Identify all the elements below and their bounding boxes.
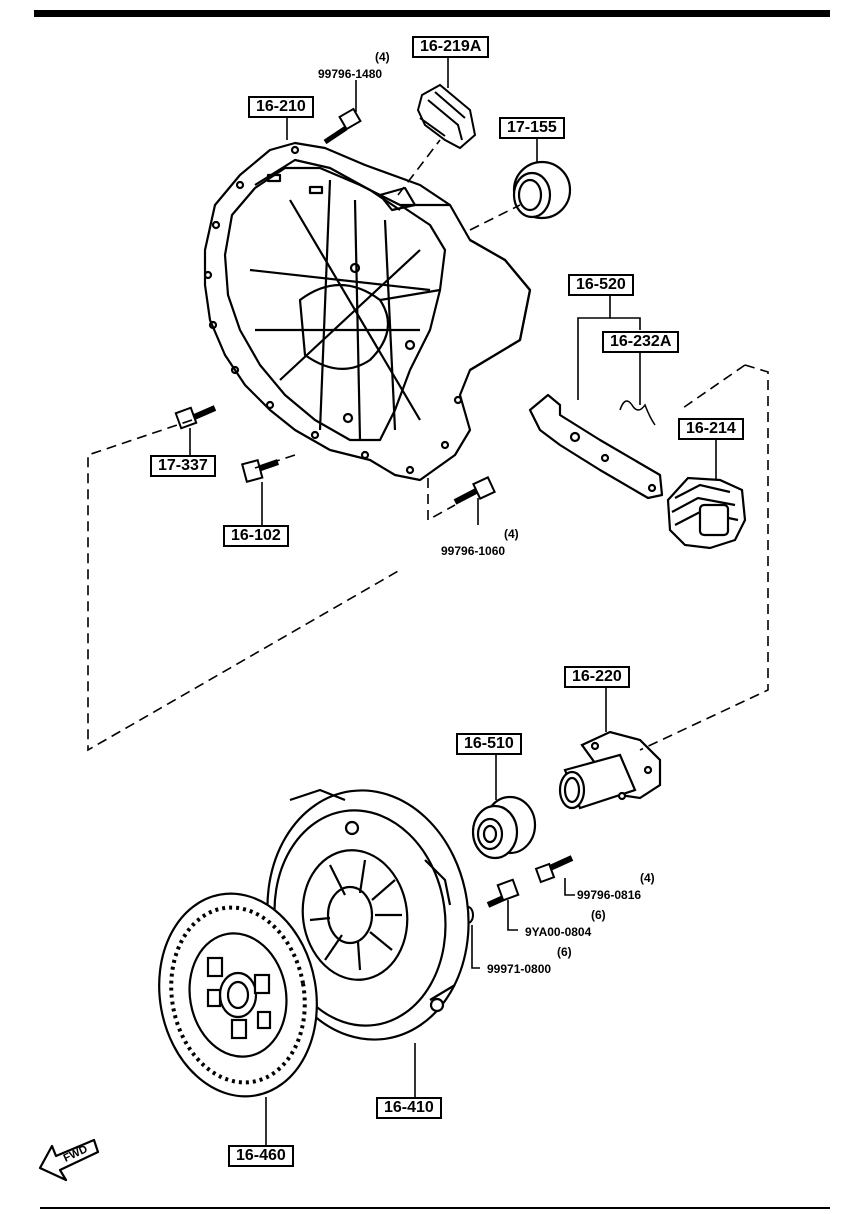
qty-99796-1060: (4) — [504, 527, 519, 541]
callout-17-337: 17-337 — [150, 455, 216, 477]
qty-99796-0816: (4) — [640, 871, 655, 885]
assembly-guides — [87, 139, 769, 752]
qty-99971-0800: (6) — [557, 945, 572, 959]
partno-99796-0816: 99796-0816 — [577, 888, 642, 902]
partno-9YA00-0804: 9YA00-0804 — [525, 925, 592, 939]
release-guide — [558, 730, 662, 810]
partno-99971-0800: 99971-0800 — [487, 962, 552, 976]
qty-9YA00-0804: (6) — [591, 908, 606, 922]
dust-boot — [666, 476, 747, 550]
guide-bolt — [534, 855, 574, 884]
clutch-cover — [266, 788, 470, 1041]
fork-spring — [619, 400, 656, 426]
callout-16-520: 16-520 — [568, 274, 634, 296]
top-rule — [34, 10, 830, 17]
housing-stud-left — [240, 458, 279, 483]
callout-16-510: 16-510 — [456, 733, 522, 755]
cover-bolt — [462, 878, 520, 924]
callout-16-219A: 16-219A — [412, 36, 490, 58]
clip-part — [416, 83, 477, 150]
callout-16-410: 16-410 — [376, 1097, 442, 1119]
callout-16-460: 16-460 — [228, 1145, 294, 1167]
callout-16-210: 16-210 — [248, 96, 314, 118]
callout-16-220: 16-220 — [564, 666, 630, 688]
oil-seal — [512, 160, 572, 220]
clutch-disc — [158, 892, 318, 1098]
fwd-arrow-icon — [38, 1138, 100, 1182]
housing-bolt-lower — [453, 476, 496, 505]
housing-bolt-upper — [323, 107, 362, 145]
release-bearing — [471, 795, 537, 860]
callout-16-102: 16-102 — [223, 525, 289, 547]
release-fork — [528, 393, 664, 500]
housing-bolt-left — [174, 405, 217, 430]
callout-16-214: 16-214 — [678, 418, 744, 440]
partno-99796-1480: 99796-1480 — [318, 67, 383, 81]
leader-lines — [189, 58, 717, 1145]
partno-99796-1060: 99796-1060 — [441, 544, 506, 558]
callout-17-155: 17-155 — [499, 117, 565, 139]
qty-99796-1480: (4) — [375, 50, 390, 64]
callout-16-232A: 16-232A — [602, 331, 680, 353]
clutch-housing — [203, 141, 532, 482]
